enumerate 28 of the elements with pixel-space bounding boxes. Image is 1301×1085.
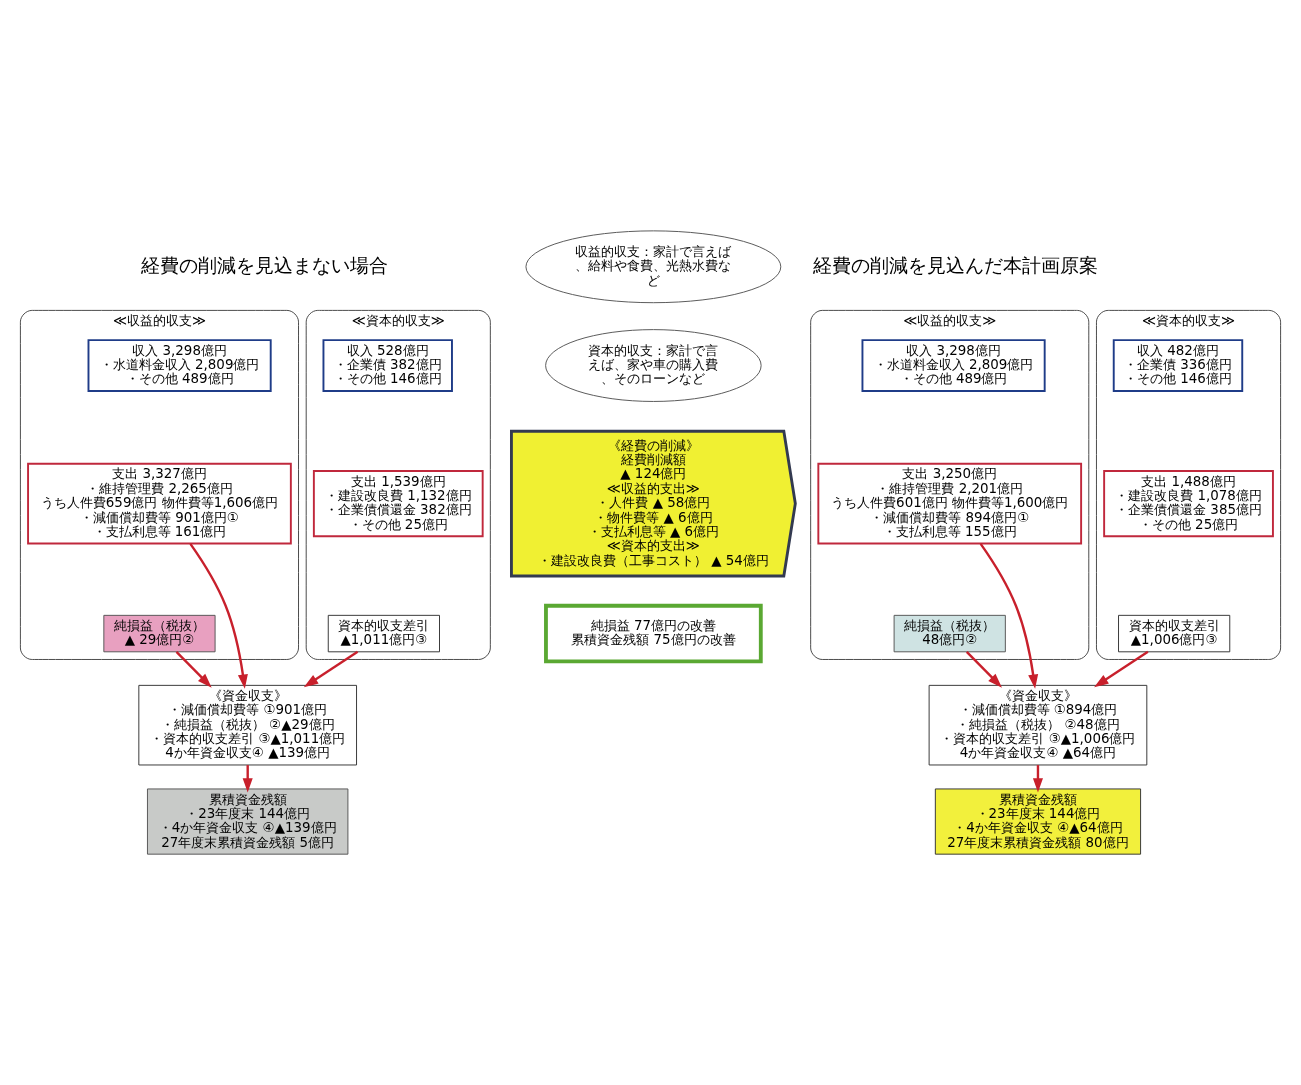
node-box: 支出 3,250億円 ・維持管理費 2,201億円 うち人件費601億円 物件費等1,600億円 ・減価償却費等 894億円① ・支払利息等 155億円 (817, 462, 1083, 545)
node-box: 資本的収支差引 ▲1,006億円③ (1118, 614, 1231, 653)
node-box: 支出 1,539億円 ・建設改良費 1,132億円 ・企業債償還金 382億円 ・その他 25億円 (312, 470, 484, 538)
node-box: 支出 3,327億円 ・維持管理費 2,265億円 うち人件費659億円 物件費等1,606億円 ・減価償却費等 901億円① ・支払利息等 161億円 (27, 462, 292, 545)
arrow (175, 651, 212, 688)
arrow (979, 543, 1039, 689)
arrow (242, 765, 253, 793)
arrow (965, 651, 1002, 688)
node-box: 収入 3,298億円 ・水道料金収入 2,809億円 ・その他 489億円 (87, 339, 272, 392)
node-box: 《資金収支》 ・減価償却費等 ①901億円 ・純損益（税抜） ②▲29億円 ・資本的収支差引 ③▲1,011億円 4か年資金収支④ ▲139億円 (138, 684, 358, 766)
node-box: 純損益（税抜） 48億円② (893, 614, 1006, 653)
node-box: 《資金収支》 ・減価償却費等 ①894億円 ・純損益（税抜） ②48億円 ・資本的収支差引 ③▲1,006億円 4か年資金収支④ ▲64億円 (928, 684, 1148, 766)
node-box: 収入 528億円 ・企業債 382億円 ・その他 146億円 (322, 339, 453, 392)
node-box: 収入 482億円 ・企業債 336億円 ・その他 146億円 (1112, 339, 1244, 392)
node-box: 純損益（税抜） ▲ 29億円② (103, 614, 216, 653)
node-ellipse: 収益的収支：家計で言えば、給料や食費、光熱水費など (525, 230, 782, 304)
node-box: 支出 1,488億円 ・建設改良費 1,078億円 ・企業債償還金 385億円 ・その他 25億円 (1103, 470, 1274, 538)
node-box: 資本的収支差引 ▲1,011億円③ (327, 614, 440, 653)
arrow (189, 543, 248, 689)
arrow (1094, 650, 1149, 688)
label: 経費の削減を見込んだ本計画原案 (812, 253, 1098, 277)
label: 経費の削減を見込まない場合 (141, 253, 389, 277)
node-ellipse: 資本的収支：家計で言えば、家や車の購入費、そのローンなど (545, 329, 762, 402)
node-box: 収入 3,298億円 ・水道料金収入 2,809億円 ・その他 489億円 (861, 339, 1046, 392)
arrow (303, 650, 359, 688)
node-box: 累積資金残額 ・23年度末 144億円 ・4か年資金収支 ④▲139億円 27年度末累積資金残額 5億円 (147, 788, 349, 855)
node-box: 純損益 77億円の改善 累積資金残額 75億円の改善 (544, 603, 763, 664)
node-box: 累積資金残額 ・23年度末 144億円 ・4か年資金収支 ④▲64億円 27年度末累積資金残額 80億円 (934, 788, 1142, 855)
